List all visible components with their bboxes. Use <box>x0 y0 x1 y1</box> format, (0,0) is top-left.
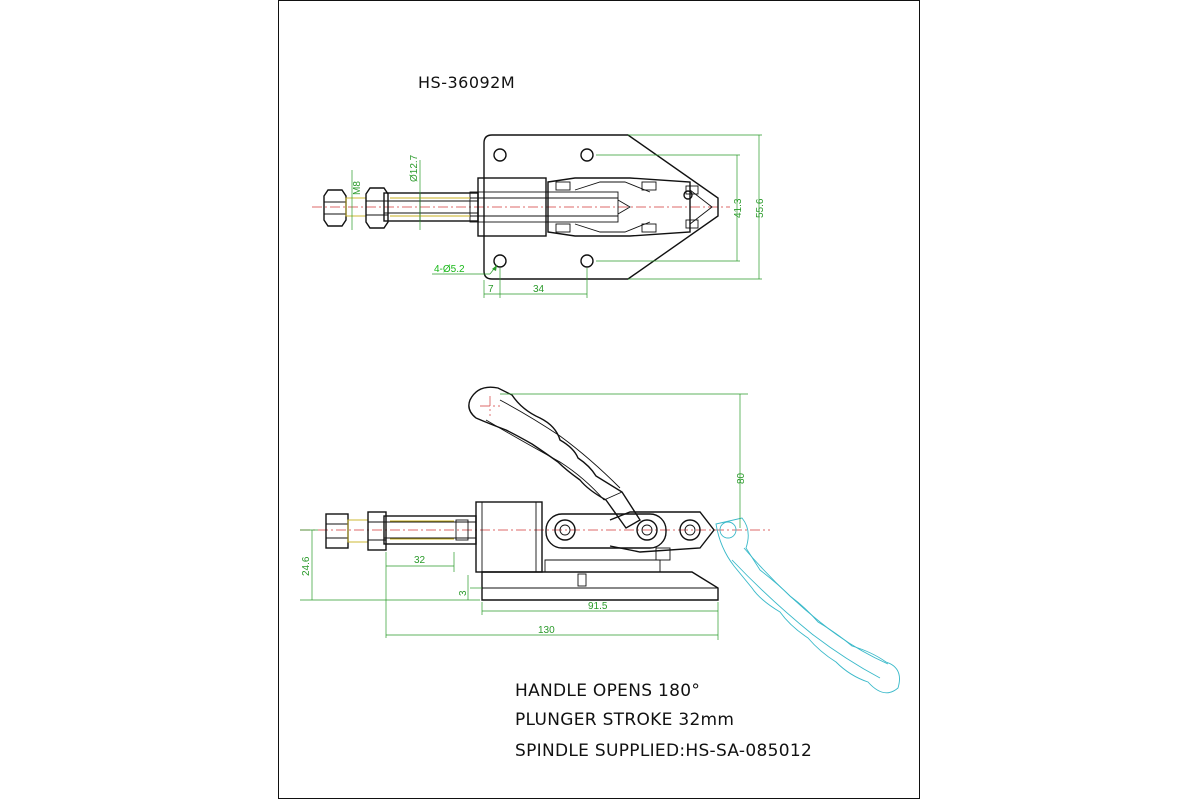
body-block-side <box>475 501 543 573</box>
hex-nut-side <box>367 511 387 551</box>
dim-overall-length: 130 <box>538 625 555 636</box>
dim-edge-offset: 7 <box>488 284 494 295</box>
base-side <box>481 571 719 601</box>
plunger-shaft-top <box>383 192 479 222</box>
hex-nut-side <box>325 513 349 549</box>
hex-nut <box>365 187 389 229</box>
mount-hole <box>493 254 507 268</box>
mount-hole <box>493 148 507 162</box>
dim-base-length: 91.5 <box>588 601 608 612</box>
dim-height-outer: 55.6 <box>755 198 766 218</box>
part-number-title: HS-36092M <box>418 73 516 92</box>
note-plunger-stroke: PLUNGER STROKE 32mm <box>515 710 735 730</box>
base-plate-top <box>483 134 719 280</box>
plunger-side <box>383 515 477 545</box>
dim-holes: 4-Ø5.2 <box>434 264 465 275</box>
dim-hole-spacing: 34 <box>533 284 545 295</box>
side-view <box>300 386 900 694</box>
drawing-sheet <box>278 0 920 799</box>
dim-height-inner: 41.3 <box>733 198 744 218</box>
handle-open <box>715 517 900 694</box>
mount-hole <box>580 254 594 268</box>
hex-nut <box>323 189 347 227</box>
handle-closed <box>468 386 641 529</box>
dim-stroke: 32 <box>414 555 426 566</box>
mount-hole <box>580 148 594 162</box>
pivot-hole <box>683 190 693 200</box>
dim-base-height: 24.6 <box>301 556 312 576</box>
note-spindle-supplied: SPINDLE SUPPLIED:HS-SA-085012 <box>515 741 813 761</box>
dim-base-thickness: 3 <box>458 590 469 596</box>
dim-handle-height: 80 <box>736 472 747 484</box>
dim-thread: M8 <box>352 181 363 195</box>
dim-shaft-diameter: Ø12.7 <box>409 154 420 182</box>
note-handle-opens: HANDLE OPENS 180° <box>515 681 701 701</box>
top-view <box>312 134 762 298</box>
